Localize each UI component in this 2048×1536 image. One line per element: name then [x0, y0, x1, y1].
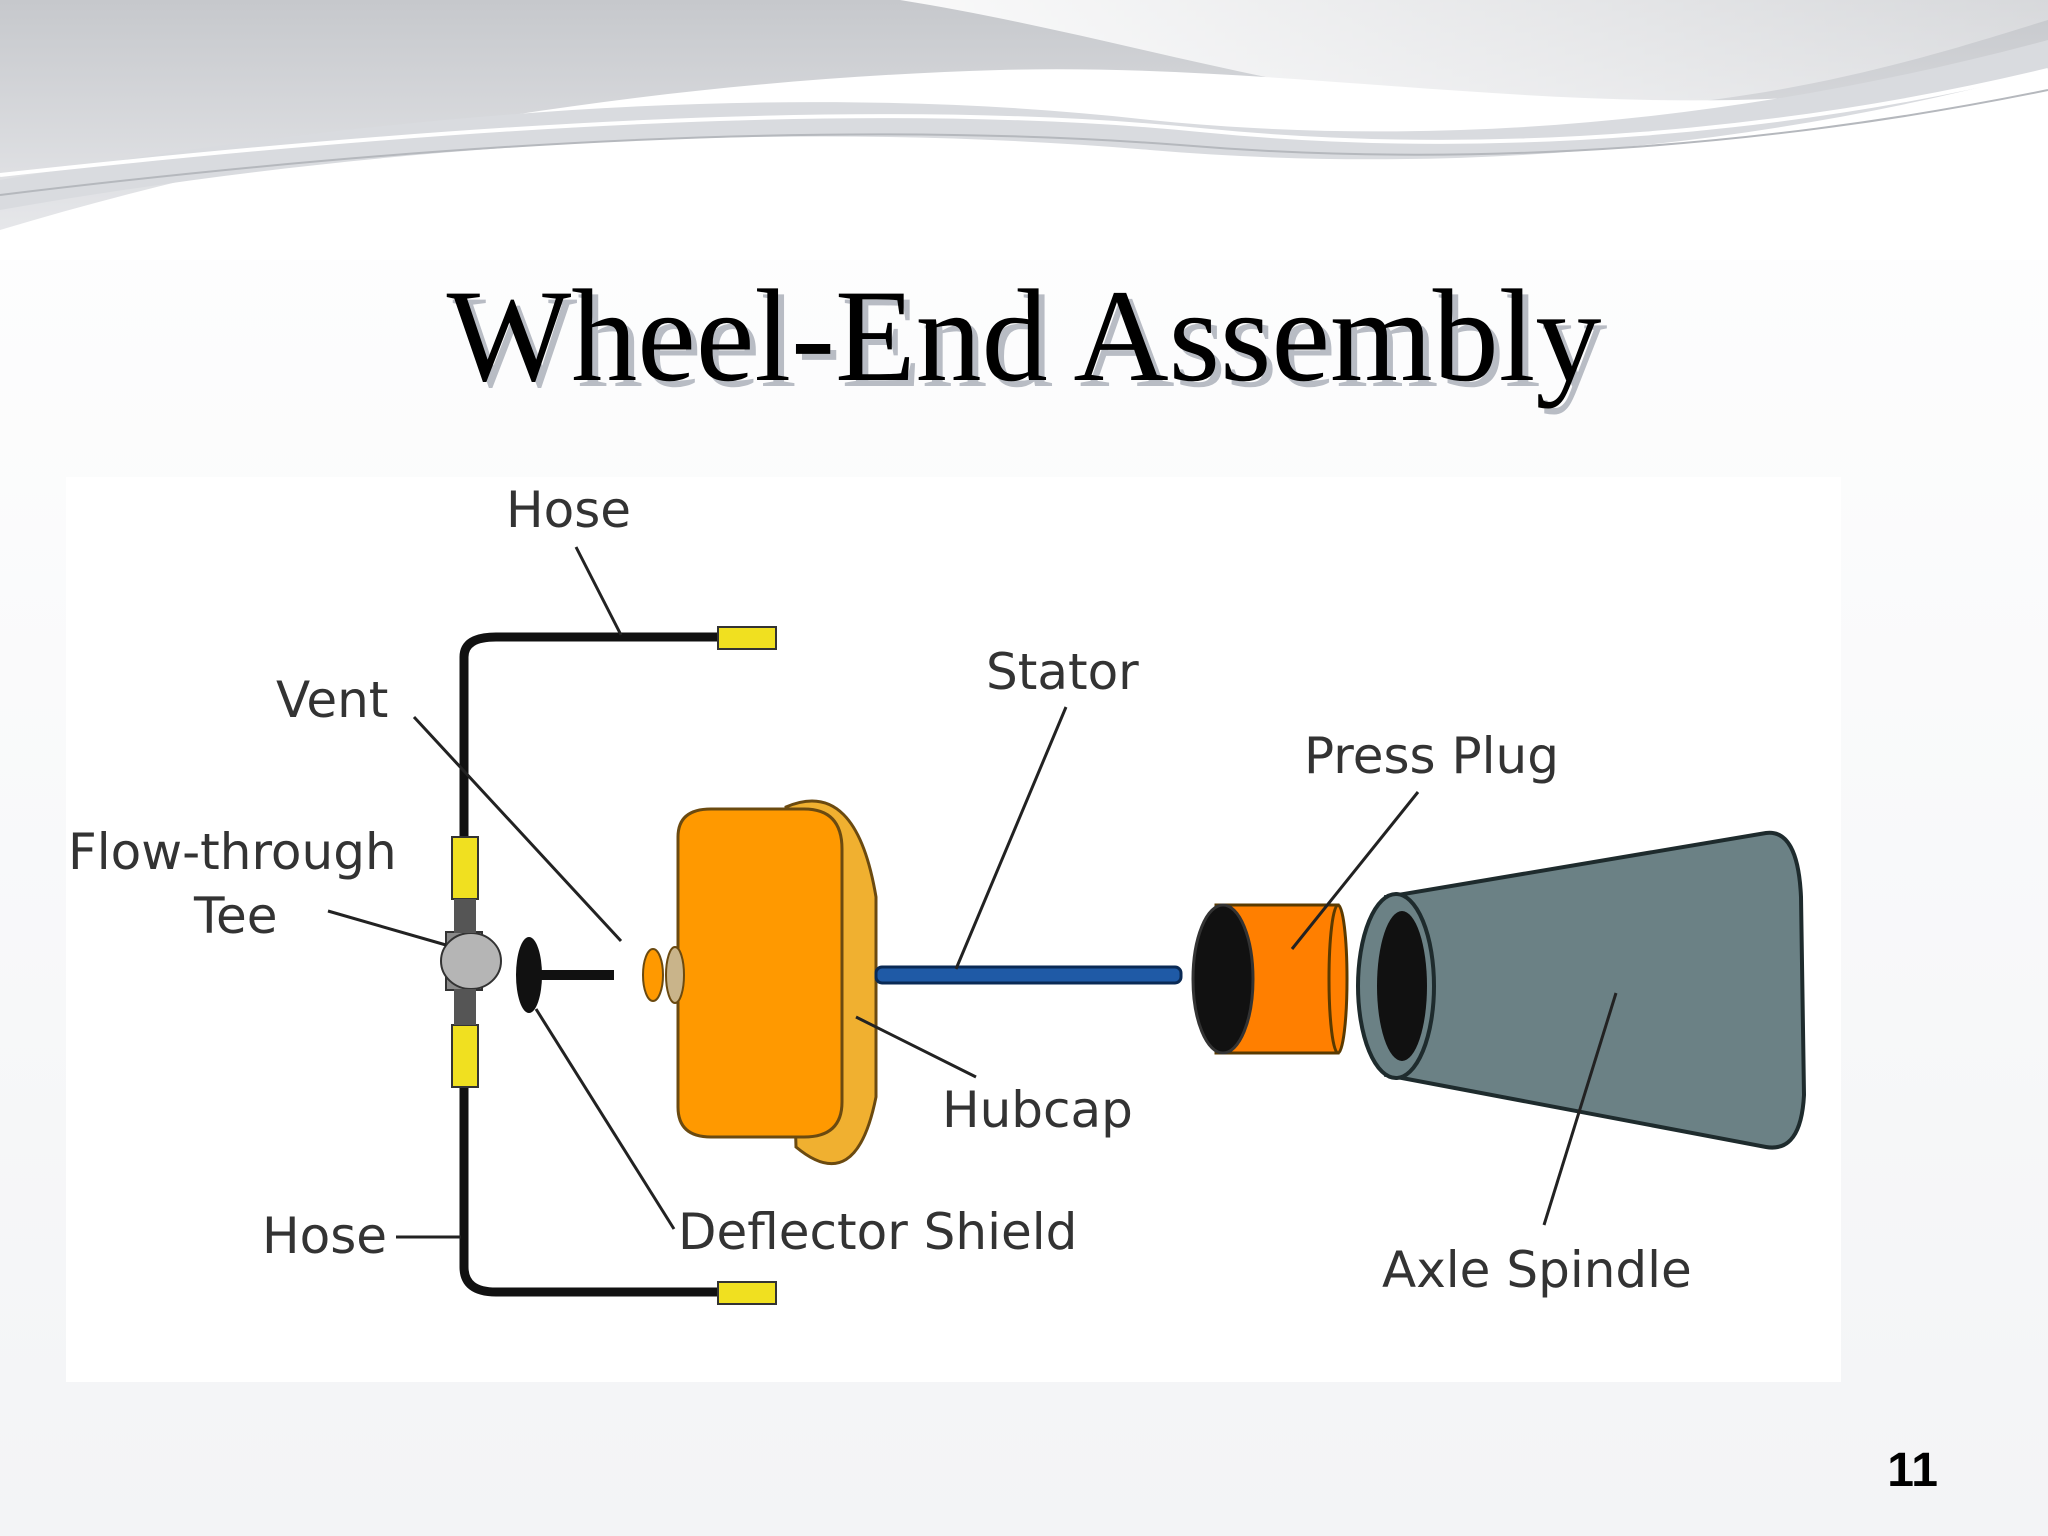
- label-flow-through: Flow-through: [68, 823, 397, 881]
- wheel-end-diagram: Hose Vent Flow-through Tee Hose Deflecto…: [66, 477, 1841, 1382]
- label-hose-bottom: Hose: [262, 1207, 387, 1265]
- label-hose-top: Hose: [506, 481, 631, 539]
- leader-flow-through-tee: [327, 909, 447, 947]
- leader-hubcap: [855, 1015, 977, 1079]
- diagram-canvas: Hose Vent Flow-through Tee Hose Deflecto…: [68, 481, 1807, 1305]
- axle-spindle-body: [1384, 830, 1807, 1150]
- hose-top: [459, 632, 726, 837]
- axle-spindle-bore: [1377, 911, 1427, 1061]
- lower-fitting: [451, 1024, 479, 1088]
- label-deflector-shield: Deflector Shield: [678, 1203, 1077, 1261]
- tee-neck-bottom: [454, 989, 476, 1025]
- label-hubcap: Hubcap: [942, 1081, 1133, 1139]
- leader-hose-top: [574, 546, 623, 636]
- tee-dome: [440, 932, 502, 990]
- press-plug-rim: [1327, 903, 1349, 1055]
- hubcap-body: [676, 807, 844, 1139]
- label-stator: Stator: [986, 643, 1139, 701]
- leader-axle-spindle: [1542, 992, 1618, 1226]
- label-press-plug: Press Plug: [1304, 727, 1559, 785]
- page-number: 11: [1887, 1444, 1938, 1497]
- hose-bottom: [459, 1087, 726, 1297]
- hose-bottom-end-fitting: [717, 1281, 777, 1305]
- leader-stator: [954, 706, 1068, 970]
- hose-top-end-fitting: [717, 626, 777, 650]
- tee-neck-top: [454, 899, 476, 933]
- leader-press-plug: [1290, 791, 1420, 950]
- label-axle-spindle: Axle Spindle: [1382, 1241, 1692, 1299]
- vent-port-inner: [642, 948, 664, 1002]
- stator-shaft: [874, 965, 1183, 985]
- label-vent: Vent: [276, 671, 388, 729]
- slide-title: Wheel-End Assembly: [446, 262, 1602, 409]
- leader-vent: [412, 715, 623, 943]
- header-swoosh-decoration: [0, 0, 2048, 260]
- upper-fitting: [451, 836, 479, 900]
- vent-port: [665, 946, 685, 1004]
- leader-deflector-shield: [534, 1008, 676, 1230]
- press-plug-face: [1191, 903, 1255, 1055]
- deflector-shield: [516, 937, 542, 1013]
- label-tee: Tee: [193, 887, 278, 945]
